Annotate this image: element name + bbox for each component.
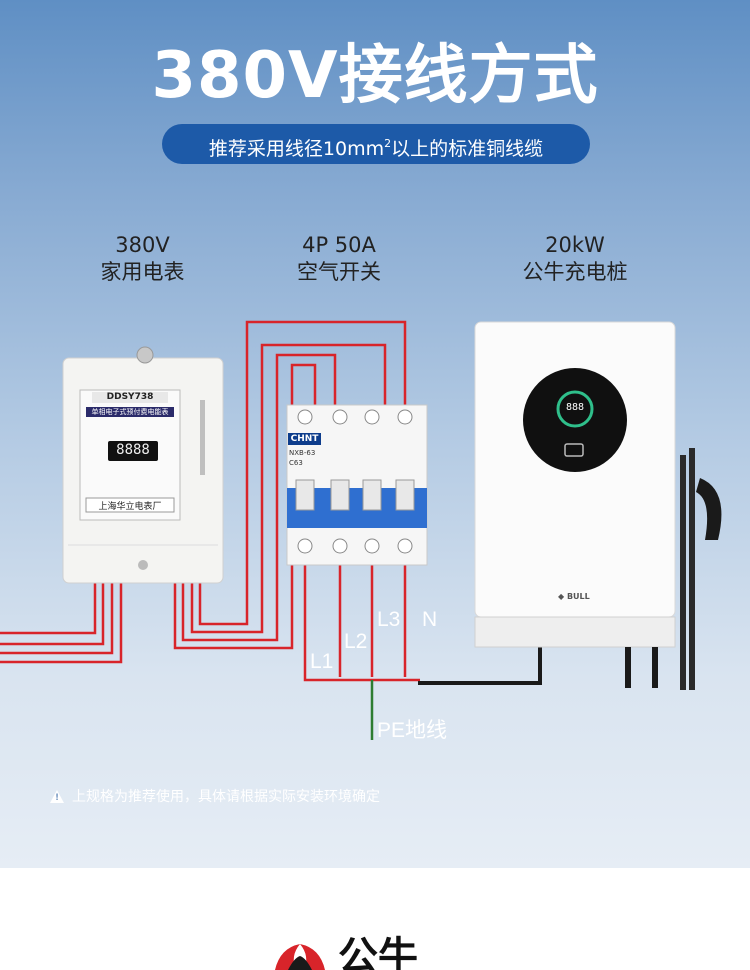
subtitle-sup: 2	[384, 137, 392, 150]
note-text: 上规格为推荐使用，具体请根据实际安装环境确定	[72, 789, 380, 805]
meter-slot	[200, 400, 205, 475]
wire-in-3	[0, 580, 114, 655]
charger-label: 20kW 公牛充电桩	[505, 232, 645, 286]
breaker-label-rating: 4P 50A	[302, 233, 376, 257]
wire-l3-out	[190, 343, 387, 634]
charger-screen	[523, 368, 627, 472]
meter-plate-title: 单相电子式预付费电能表	[91, 408, 169, 416]
page-title: 380V接线方式	[151, 39, 599, 113]
meter-label-voltage: 380V	[115, 233, 170, 257]
breaker-label-name: 空气开关	[297, 260, 381, 284]
wire-label-n: N	[422, 608, 438, 631]
subtitle-tail: 以上的标准铜线缆	[391, 138, 544, 160]
breaker-top-terminals	[297, 409, 413, 425]
wiring-diagram	[0, 320, 722, 740]
meter-maker: 上海华立电表厂	[98, 502, 162, 512]
wire-label-l3: L3	[377, 608, 401, 631]
meter-display-value: 8888	[116, 442, 150, 458]
breaker-rating-text: C63	[289, 459, 303, 467]
charger-brand-text: BULL	[566, 592, 590, 601]
charger-bottom-cables	[625, 647, 658, 688]
charger-holster-cable	[680, 448, 695, 690]
meter-maker-bg	[85, 497, 175, 513]
meter-screw	[138, 560, 148, 570]
charger-base	[474, 616, 676, 648]
recommendation-note: ! 上规格为推荐使用，具体请根据实际安装环境确定	[50, 786, 380, 806]
charger-cable-entry	[418, 640, 542, 685]
meter-label-name: 家用电表	[100, 260, 185, 284]
subtitle-pill: 推荐采用线径10mm2以上的标准铜线缆	[162, 124, 590, 164]
subtitle-main: 推荐采用线径10mm	[208, 138, 385, 160]
footer-brand-logo: 公牛	[275, 934, 418, 970]
wire-label-pe: PE地线	[377, 719, 448, 742]
breaker-bottom-terminals	[297, 538, 413, 554]
charger-label-power: 20kW	[545, 233, 605, 257]
air-breaker	[286, 404, 428, 566]
breaker-brand: CHNT	[290, 434, 319, 444]
wire-in-1	[0, 580, 97, 635]
charger-label-name: 公牛充电桩	[522, 260, 628, 284]
meter-plate-title-bg	[86, 407, 174, 417]
meter-model: DDSY738	[106, 392, 154, 402]
wire-l1-charger	[303, 565, 420, 682]
wire-in-2	[0, 580, 105, 646]
charger-display-ring	[556, 390, 594, 428]
charger-display-value: 888	[565, 402, 585, 413]
breaker-model: NXB-63	[289, 449, 316, 457]
meter-hook	[136, 346, 154, 364]
electric-meter	[62, 346, 224, 584]
breaker-brand-bg	[288, 433, 321, 445]
warning-icon: !	[50, 789, 64, 803]
footer-brand-text: 公牛	[338, 934, 418, 970]
card-reader-icon	[564, 443, 584, 457]
meter-display	[108, 441, 158, 461]
ev-charger	[474, 321, 722, 690]
meter-model-bg	[92, 392, 168, 403]
wire-in-4	[0, 580, 123, 664]
breaker-handles	[295, 479, 415, 511]
bull-horns-icon	[275, 944, 325, 970]
wire-n-out	[198, 320, 407, 626]
breaker-label: 4P 50A 空气开关	[274, 232, 404, 286]
meter-label: 380V 家用电表	[80, 232, 205, 286]
wire-label-l1: L1	[310, 650, 334, 673]
supply-wires	[0, 320, 420, 682]
wire-l2-out	[181, 353, 337, 642]
charger-brand-logo: ◆ BULL	[558, 592, 590, 601]
wire-label-l2: L2	[344, 630, 368, 653]
charger-plug	[696, 478, 722, 540]
